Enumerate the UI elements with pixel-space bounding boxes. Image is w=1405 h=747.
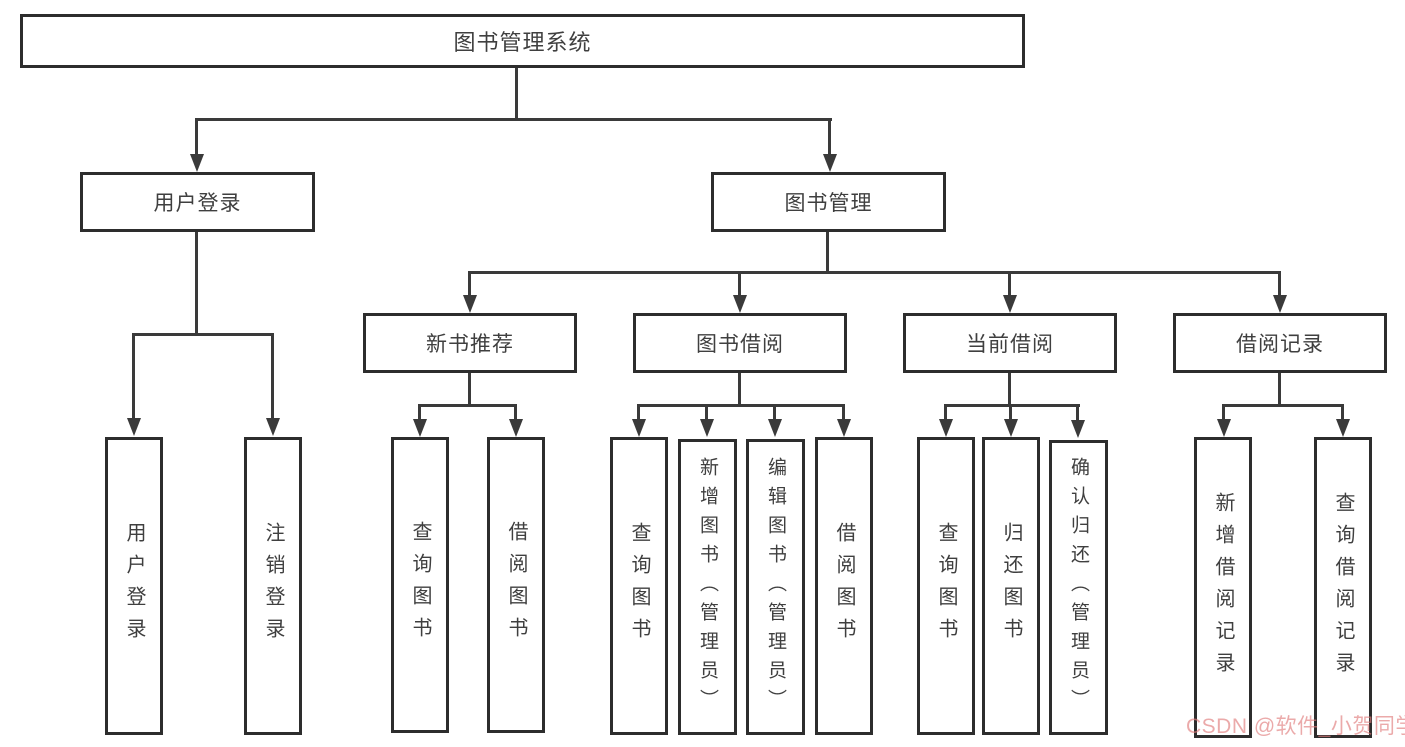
edge-root-hbar [195, 118, 832, 121]
edge-drop-leaf-login [132, 333, 135, 418]
leaf-nbr-query-books: 查询图书 [391, 437, 449, 733]
arrowhead-down-icon [733, 295, 747, 313]
leaf-nbr-borrow-books: 借阅图书 [487, 437, 545, 733]
edge-book-mgmt-hbar [468, 271, 1281, 274]
node-user-login-label: 用户登录 [153, 192, 242, 215]
leaf-bb-edit-books-admin-label: 编辑图书（管理员） [765, 456, 786, 718]
edge-user-login-stem [195, 232, 198, 336]
edge-drop-br-add [1222, 404, 1225, 420]
leaf-bb-borrow-books-label: 借阅图书 [833, 522, 855, 650]
leaf-cb-return-books-label: 归还图书 [1000, 522, 1022, 650]
leaf-cb-query-books-label: 查询图书 [935, 522, 957, 650]
arrowhead-down-icon [463, 295, 477, 313]
arrowhead-down-icon [413, 419, 427, 437]
edge-drop-new-book [468, 271, 471, 297]
node-current-borrow: 当前借阅 [903, 313, 1117, 373]
arrowhead-down-icon [1003, 295, 1017, 313]
edge-br-hbar [1222, 404, 1344, 407]
edge-drop-leaf-logout [271, 333, 274, 418]
arrowhead-down-icon [1217, 419, 1231, 437]
edge-drop-book-borrow [738, 271, 741, 297]
leaf-br-add-record-label: 新增借阅记录 [1212, 491, 1234, 684]
arrowhead-down-icon [837, 419, 851, 437]
node-library-system: 图书管理系统 [20, 14, 1025, 68]
leaf-logout-label: 注销登录 [262, 522, 284, 650]
arrowhead-down-icon [509, 419, 523, 437]
arrowhead-down-icon [127, 418, 141, 436]
arrowhead-down-icon [823, 154, 837, 172]
arrowhead-down-icon [1071, 420, 1085, 438]
leaf-br-query-record-label: 查询借阅记录 [1332, 491, 1354, 684]
leaf-bb-add-books-admin: 新增图书（管理员） [678, 439, 737, 735]
csdn-watermark: CSDN @软件_小贺同学 [1186, 715, 1405, 738]
edge-drop-cb-confirm [1076, 404, 1079, 420]
edge-bb-stem [738, 373, 741, 407]
edge-drop-user-login [195, 118, 198, 156]
node-book-borrow: 图书借阅 [633, 313, 847, 373]
edge-drop-book-mgmt [828, 118, 831, 156]
node-current-borrow-label: 当前借阅 [966, 333, 1054, 356]
edge-drop-nbr-borrow [514, 404, 517, 420]
leaf-nbr-borrow-books-label: 借阅图书 [505, 521, 527, 649]
edge-drop-br-query [1341, 404, 1344, 420]
node-borrow-record-label: 借阅记录 [1236, 333, 1324, 356]
edge-root-stem [515, 68, 518, 121]
leaf-cb-confirm-return-admin-label: 确认归还（管理员） [1068, 457, 1089, 718]
leaf-br-add-record: 新增借阅记录 [1194, 437, 1252, 738]
edge-drop-bb-query [637, 404, 640, 420]
node-borrow-record: 借阅记录 [1173, 313, 1387, 373]
edge-drop-bb-borrow [842, 404, 845, 420]
edge-nbr-hbar [418, 404, 517, 407]
edge-drop-cb-query [944, 404, 947, 420]
edge-cb-hbar [944, 404, 1080, 407]
leaf-bb-borrow-books: 借阅图书 [815, 437, 873, 735]
node-library-system-label: 图书管理系统 [453, 30, 592, 55]
edge-user-login-hbar [132, 333, 274, 336]
leaf-cb-return-books: 归还图书 [982, 437, 1040, 735]
edge-drop-borrow-record [1278, 271, 1281, 297]
node-new-book-recommend: 新书推荐 [363, 313, 577, 373]
node-user-login: 用户登录 [80, 172, 315, 232]
leaf-logout: 注销登录 [244, 437, 302, 735]
leaf-bb-add-books-admin-label: 新增图书（管理员） [697, 456, 718, 718]
edge-drop-cb-return [1009, 404, 1012, 420]
leaf-cb-confirm-return-admin: 确认归还（管理员） [1049, 440, 1108, 735]
edge-drop-nbr-query [418, 404, 421, 420]
leaf-user-login: 用户登录 [105, 437, 163, 735]
arrowhead-down-icon [266, 418, 280, 436]
leaf-bb-query-books: 查询图书 [610, 437, 668, 735]
edge-drop-bb-add [705, 404, 708, 420]
arrowhead-down-icon [1336, 419, 1350, 437]
edge-bb-hbar [637, 404, 845, 407]
leaf-nbr-query-books-label: 查询图书 [409, 521, 431, 649]
leaf-cb-query-books: 查询图书 [917, 437, 975, 735]
edge-br-stem [1278, 373, 1281, 407]
edge-drop-bb-edit [773, 404, 776, 420]
node-new-book-recommend-label: 新书推荐 [426, 333, 514, 356]
leaf-bb-query-books-label: 查询图书 [628, 522, 650, 650]
arrowhead-down-icon [1004, 419, 1018, 437]
arrowhead-down-icon [632, 419, 646, 437]
leaf-user-login-label: 用户登录 [123, 522, 145, 650]
leaf-br-query-record: 查询借阅记录 [1314, 437, 1372, 738]
edge-cb-stem [1008, 373, 1011, 407]
arrowhead-down-icon [768, 419, 782, 437]
node-book-management-label: 图书管理 [784, 192, 873, 215]
edge-drop-current-borrow [1008, 271, 1011, 297]
edge-nbr-stem [468, 373, 471, 407]
node-book-borrow-label: 图书借阅 [696, 333, 784, 356]
arrowhead-down-icon [190, 154, 204, 172]
leaf-bb-edit-books-admin: 编辑图书（管理员） [746, 439, 805, 735]
arrowhead-down-icon [700, 419, 714, 437]
arrowhead-down-icon [1273, 295, 1287, 313]
node-book-management: 图书管理 [711, 172, 946, 232]
edge-book-mgmt-stem [826, 232, 829, 274]
arrowhead-down-icon [939, 419, 953, 437]
